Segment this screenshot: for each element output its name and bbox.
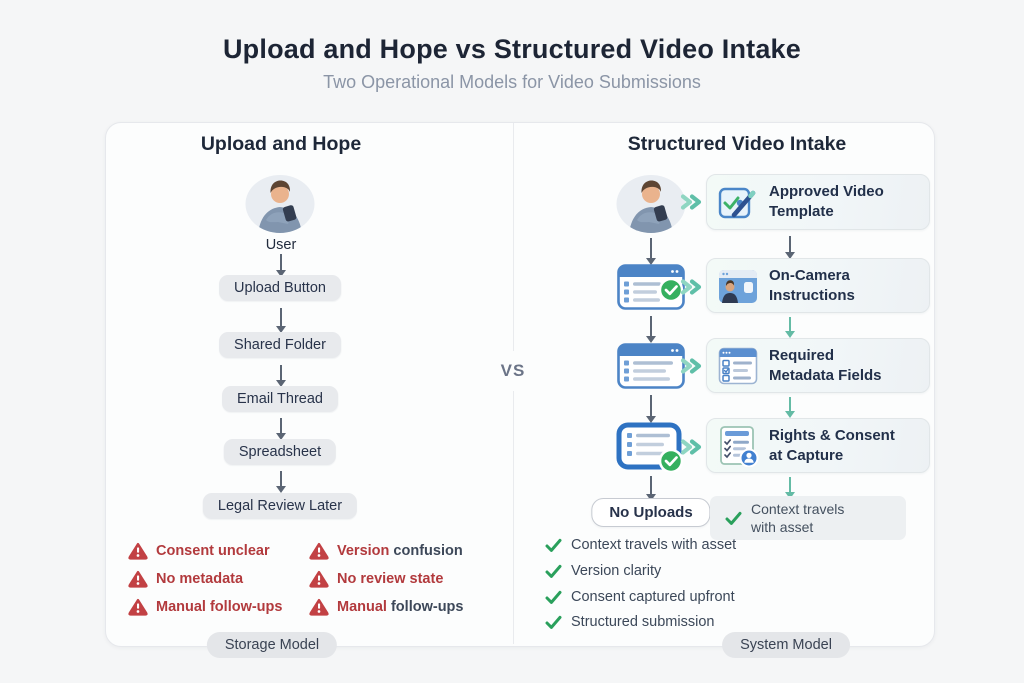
down-arrow — [276, 365, 286, 387]
warning-triangle-icon — [309, 543, 329, 560]
double-chevron-right-icon — [680, 439, 702, 455]
warning-triangle-icon — [128, 599, 148, 616]
warning-triangle-icon — [309, 599, 329, 616]
warning-manual-follow-ups: Manual follow-ups — [128, 598, 309, 616]
warning-no-review-state: No review state — [309, 570, 463, 588]
left-footer-badge: Storage Model — [206, 632, 338, 658]
right-footer-badge: System Model — [722, 632, 850, 658]
warning-label: Manual follow-ups — [156, 599, 283, 615]
warning-consent-unclear: Consent unclear — [128, 542, 309, 560]
context-note: Context travels with asset — [710, 496, 906, 540]
down-arrow — [276, 308, 286, 333]
card-label: On-Camera Instructions — [769, 266, 855, 304]
benefit-context-travels: Context travels with asset — [545, 537, 736, 553]
warning-triangle-icon — [128, 571, 148, 588]
warning-label: Version confusion — [337, 543, 463, 559]
check-icon — [545, 564, 562, 578]
down-arrow — [276, 254, 286, 277]
card-label: Approved Video Template — [769, 183, 884, 220]
no-uploads-badge: No Uploads — [591, 498, 711, 527]
rights-consent-icon — [720, 425, 759, 467]
user-avatar — [245, 175, 315, 233]
check-icon — [545, 590, 562, 604]
context-note-label: Context travels with asset — [751, 500, 845, 535]
step-shared-folder: Shared Folder — [219, 332, 341, 358]
warning-label: No metadata — [156, 571, 244, 587]
submission-form-check-icon — [617, 264, 685, 310]
down-arrow — [646, 238, 656, 265]
warning-manual-follow-ups-2: Manual follow-ups — [309, 598, 463, 616]
benefit-label: Structured submission — [571, 614, 715, 630]
benefit-label: Version clarity — [571, 563, 662, 579]
page-title: Upload and Hope vs Structured Video Inta… — [222, 34, 801, 64]
user-label: User — [265, 237, 297, 253]
benefit-consent-upfront: Consent captured upfront — [545, 589, 735, 605]
step-upload-button: Upload Button — [219, 275, 341, 301]
down-arrow — [646, 395, 656, 423]
down-arrow — [785, 397, 795, 418]
step-email-thread: Email Thread — [222, 386, 338, 412]
down-arrow — [785, 236, 795, 259]
double-chevron-right-icon — [680, 279, 702, 295]
down-arrow — [646, 316, 656, 343]
warning-triangle-icon — [309, 571, 329, 588]
card-label: Required Metadata Fields — [769, 346, 882, 384]
benefit-label: Context travels with asset — [571, 537, 737, 553]
warning-version-confusion: Version confusion — [309, 542, 463, 560]
down-arrow — [276, 471, 286, 493]
down-arrow — [646, 476, 656, 501]
user-avatar — [616, 175, 686, 233]
warning-no-metadata: No metadata — [128, 570, 309, 588]
down-arrow — [785, 477, 795, 499]
submission-form-icon — [617, 343, 685, 389]
card-label: Rights & Consent at Capture — [769, 426, 895, 464]
page-subtitle: Two Operational Models for Video Submiss… — [323, 72, 701, 92]
warning-triangle-icon — [128, 543, 148, 560]
benefit-structured-submission: Structured submission — [545, 614, 714, 630]
check-icon — [725, 511, 742, 525]
metadata-fields-icon — [718, 347, 758, 384]
down-arrow — [276, 418, 286, 440]
approved-template-icon — [718, 187, 756, 219]
submission-form-approved-icon — [616, 422, 684, 472]
card-required-metadata-fields: Required Metadata Fields — [706, 338, 930, 393]
benefit-version-clarity: Version clarity — [545, 563, 661, 579]
down-arrow — [785, 317, 795, 338]
check-icon — [545, 615, 562, 629]
double-chevron-right-icon — [680, 194, 702, 210]
benefit-label: Consent captured upfront — [571, 589, 735, 605]
warning-list: Consent unclear Version confusion No met… — [128, 537, 463, 621]
card-approved-video-template: Approved Video Template — [706, 174, 930, 230]
vs-label: VS — [497, 351, 529, 391]
warning-label: No review state — [337, 571, 444, 587]
left-panel-title: Upload and Hope — [200, 133, 362, 155]
step-legal-review-later: Legal Review Later — [202, 493, 358, 519]
card-rights-consent-at-capture: Rights & Consent at Capture — [706, 418, 930, 473]
on-camera-icon — [719, 269, 757, 303]
warning-label: Manual follow-ups — [337, 599, 464, 615]
double-chevron-right-icon — [680, 358, 702, 374]
warning-label: Consent unclear — [156, 543, 270, 559]
check-icon — [545, 538, 562, 552]
right-panel-title: Structured Video Intake — [627, 133, 847, 155]
card-on-camera-instructions: On-Camera Instructions — [706, 258, 930, 313]
step-spreadsheet: Spreadsheet — [223, 439, 337, 465]
